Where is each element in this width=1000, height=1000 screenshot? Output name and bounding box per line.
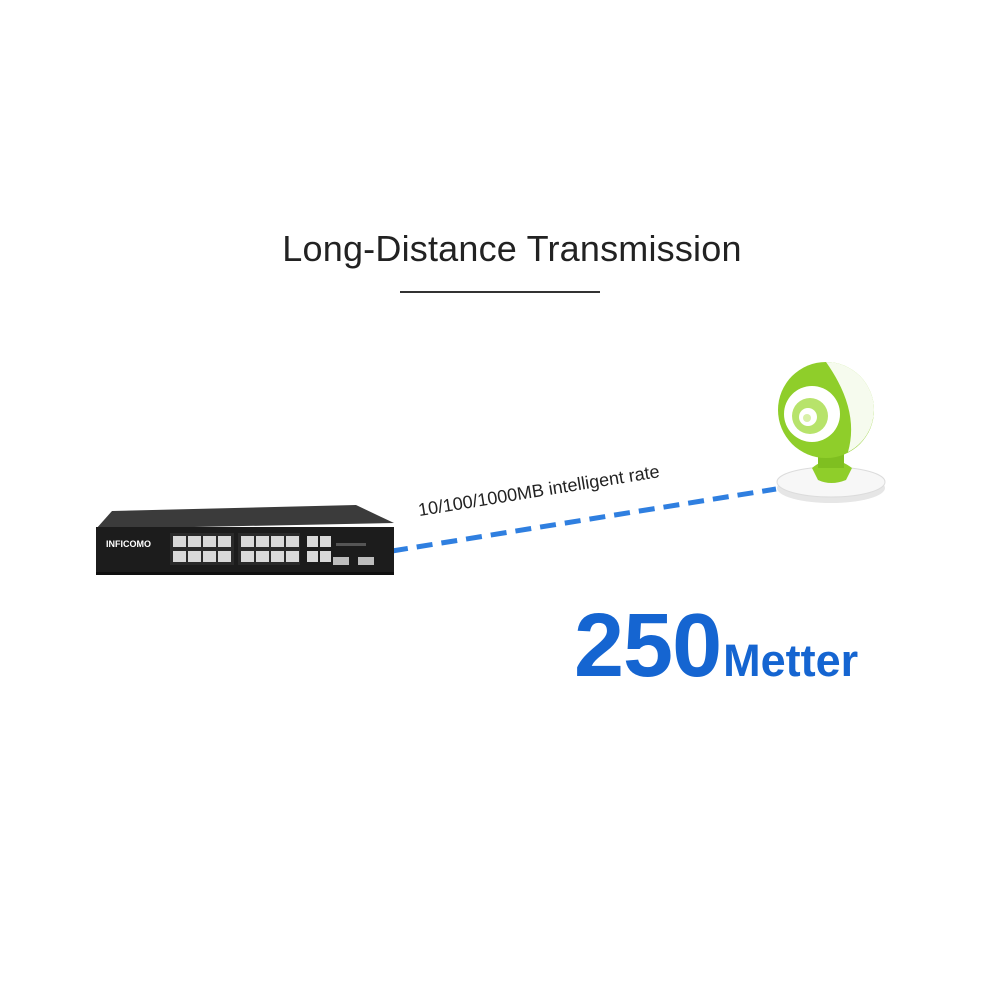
poe-switch: INFICOMO [96, 505, 394, 575]
network-link-line [391, 486, 777, 554]
distance-unit: Metter [723, 635, 859, 686]
title-underline [400, 291, 600, 293]
ip-camera [776, 362, 886, 503]
switch-brand-label: INFICOMO [106, 539, 151, 549]
distance-value: 250 [574, 596, 722, 696]
page-title: Long-Distance Transmission [282, 228, 742, 269]
distance-readout: 250Metter [574, 595, 858, 698]
